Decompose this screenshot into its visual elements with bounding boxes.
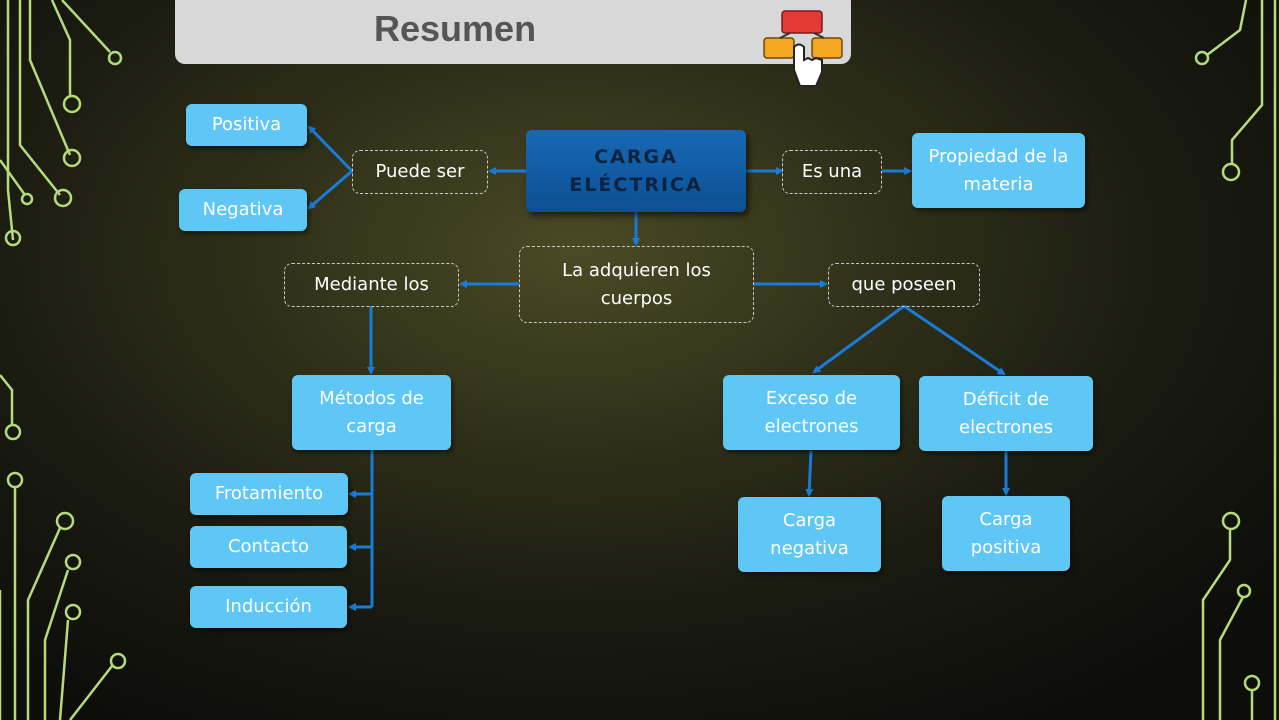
page-title: Resumen — [374, 8, 537, 49]
node-metodos-carga: Métodos de carga — [292, 375, 451, 450]
title-bar — [175, 0, 851, 64]
node-positiva: Positiva — [186, 104, 307, 146]
node-propiedad-materia: Propiedad de la materia — [912, 133, 1085, 208]
node-carga-positiva: Carga positiva — [942, 496, 1070, 571]
node-puede-ser: Puede ser — [352, 150, 488, 194]
node-carga-electrica: CARGA ELÉCTRICA — [526, 130, 746, 212]
node-que-poseen: que poseen — [828, 263, 980, 307]
node-frotamiento: Frotamiento — [190, 473, 348, 515]
node-mediante-los: Mediante los — [284, 263, 459, 307]
node-exceso-electrones: Exceso de electrones — [723, 375, 900, 450]
node-es-una: Es una — [782, 150, 882, 194]
node-contacto: Contacto — [190, 526, 347, 568]
node-adquieren-cuerpos: La adquieren los cuerpos — [519, 246, 754, 323]
node-induccion: Inducción — [190, 586, 347, 628]
node-deficit-electrones: Déficit de electrones — [919, 376, 1093, 451]
node-negativa: Negativa — [179, 189, 307, 231]
node-carga-negativa: Carga negativa — [738, 497, 881, 572]
